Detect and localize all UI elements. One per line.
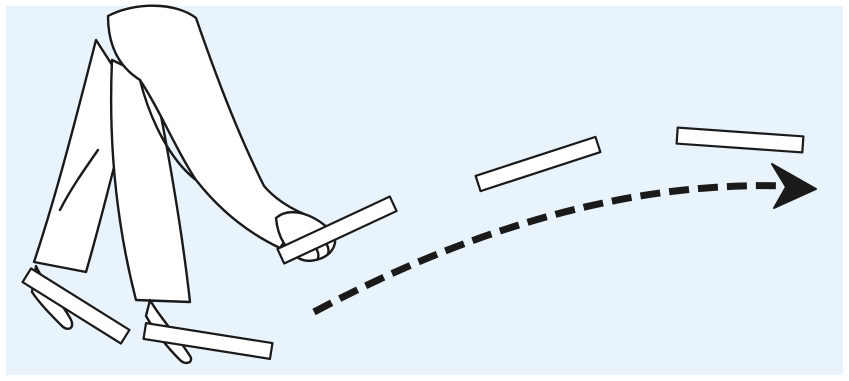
- throwing-sticks-illustration: [0, 0, 849, 381]
